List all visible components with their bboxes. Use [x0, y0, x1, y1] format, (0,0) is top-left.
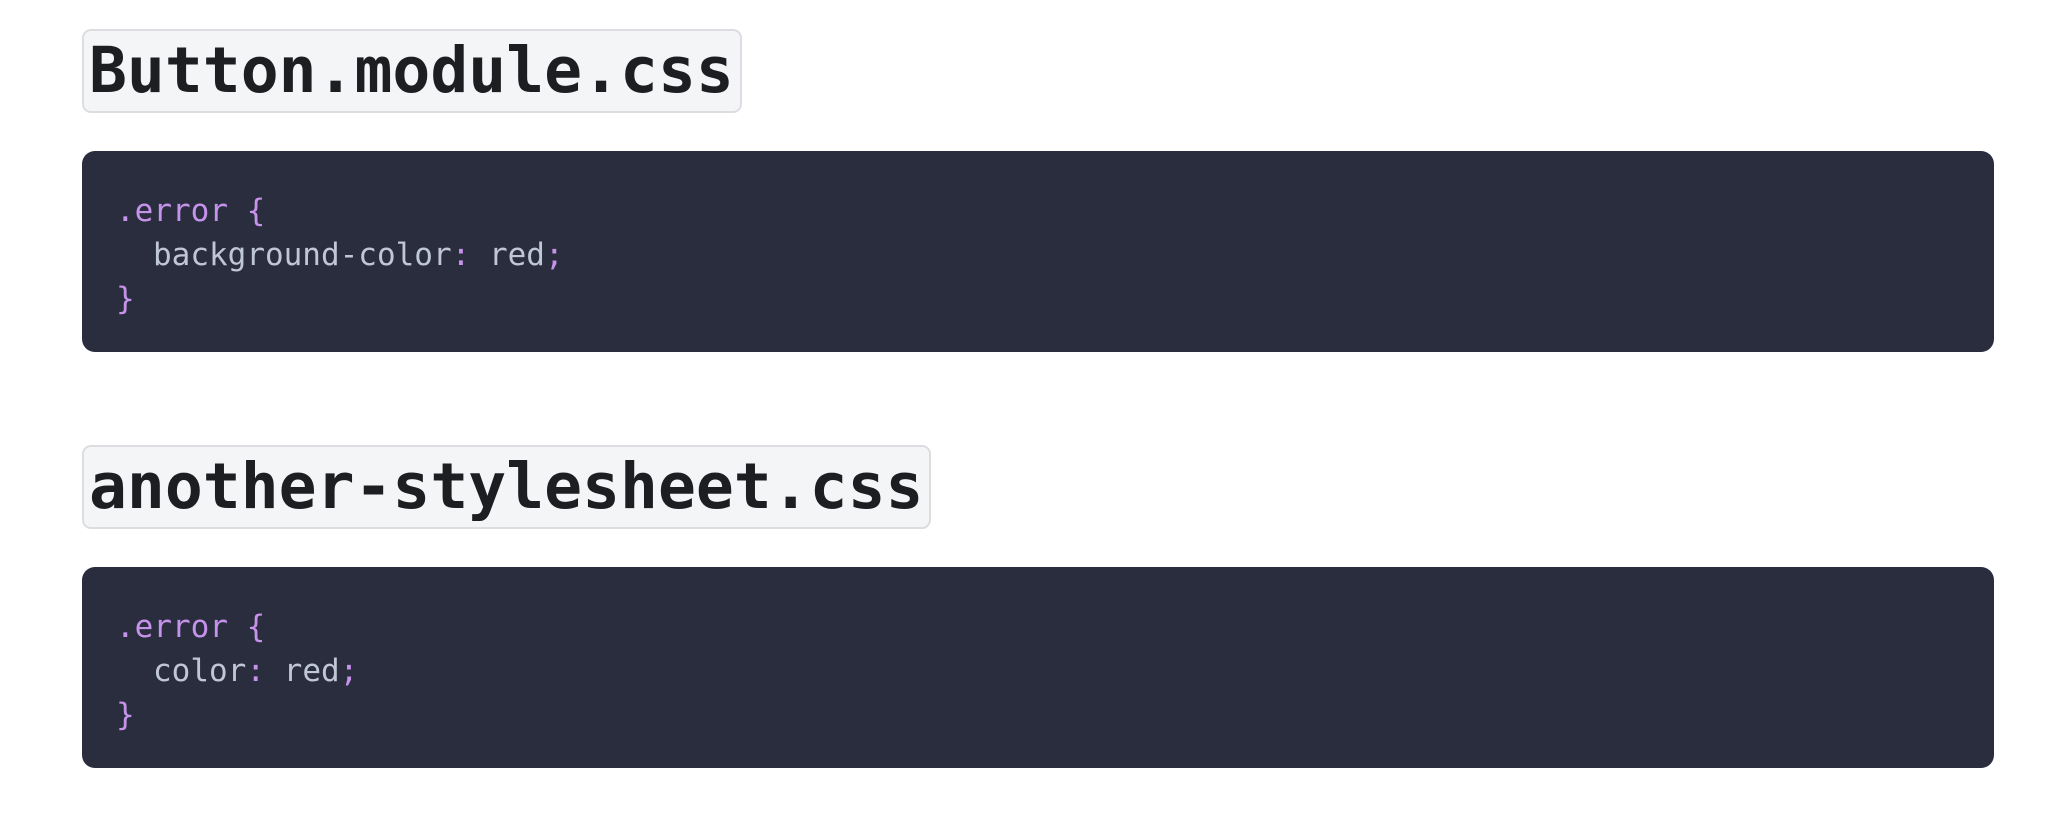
css-value: red — [488, 237, 545, 273]
code-line: } — [116, 693, 1994, 737]
document-content: Button.module.css .error {background-col… — [82, 0, 1994, 768]
filename-heading: Button.module.css — [82, 29, 742, 113]
code-line: background-color: red; — [116, 233, 1994, 277]
code-block[interactable]: .error {background-color: red;} — [82, 151, 1994, 352]
code-line: } — [116, 277, 1994, 321]
close-brace: } — [116, 281, 135, 317]
semicolon: ; — [339, 653, 359, 689]
open-brace: { — [246, 193, 266, 229]
code-block[interactable]: .error {color: red;} — [82, 567, 1994, 768]
css-property: background-color — [153, 237, 452, 273]
code-line: .error { — [116, 189, 1994, 233]
semicolon: ; — [544, 237, 564, 273]
css-selector: .error — [116, 609, 228, 645]
colon: : — [451, 237, 471, 273]
close-brace: } — [116, 697, 135, 733]
css-value: red — [283, 653, 340, 689]
code-line: .error { — [116, 605, 1994, 649]
open-brace: { — [246, 609, 266, 645]
css-property: color — [153, 653, 247, 689]
css-selector: .error — [116, 193, 228, 229]
code-line: color: red; — [116, 649, 1994, 693]
colon: : — [246, 653, 265, 689]
filename-heading: another-stylesheet.css — [82, 445, 932, 529]
